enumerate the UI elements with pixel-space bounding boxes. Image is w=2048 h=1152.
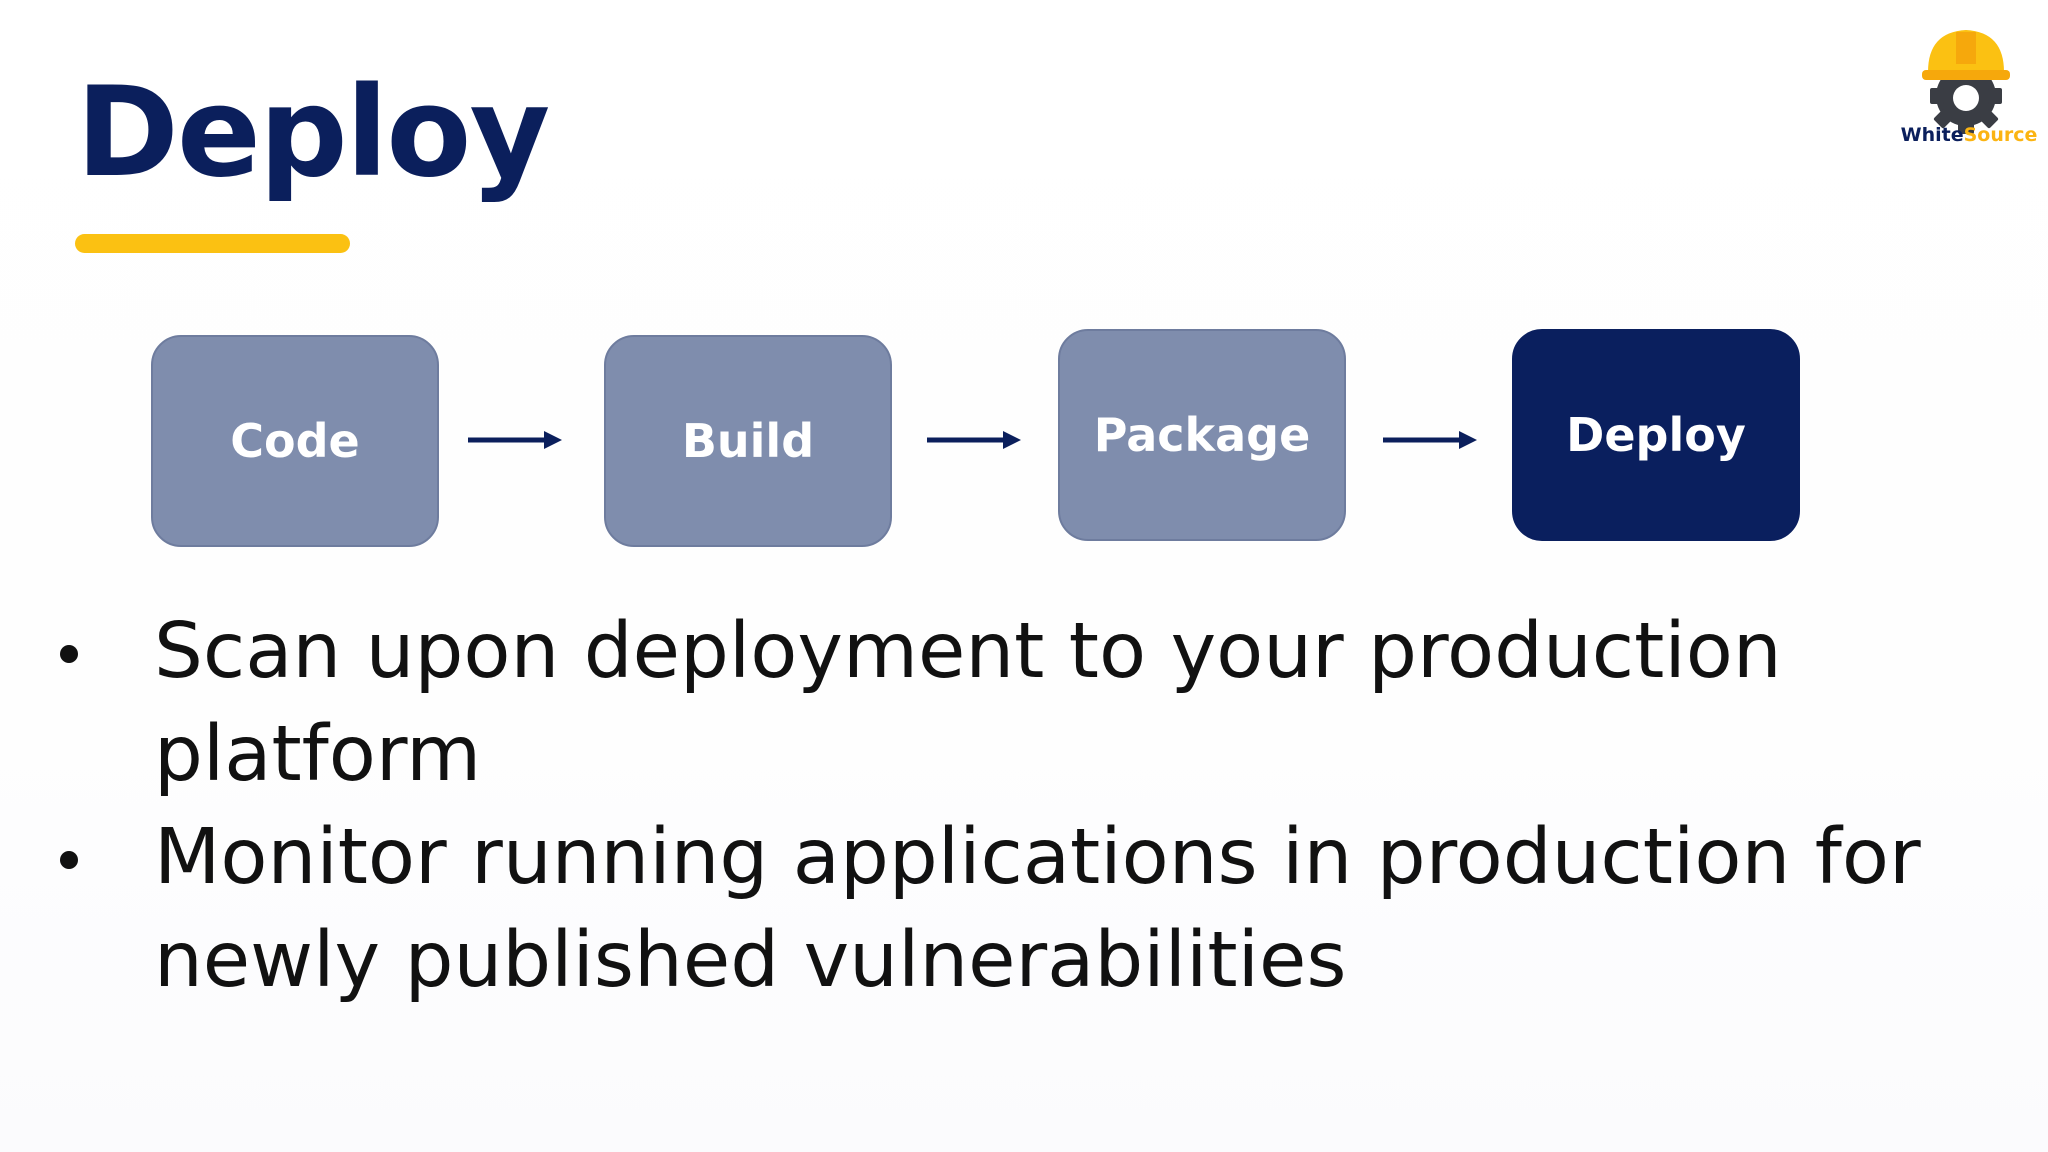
step-build: Build <box>604 335 892 547</box>
arrow-right-icon <box>468 431 562 449</box>
slide-title: Deploy <box>76 61 550 205</box>
bullet-text: Scan upon deployment to your production … <box>154 607 1782 799</box>
bullet-dot <box>60 851 78 869</box>
step-package: Package <box>1058 329 1346 541</box>
bullet-list: Scan upon deployment to your production … <box>56 600 2016 1012</box>
bullet-dot <box>60 645 78 663</box>
arrow-right-icon <box>927 431 1021 449</box>
arrow-right-icon <box>1383 431 1477 449</box>
title-underline <box>75 234 350 253</box>
hardhat-gear-icon <box>1922 30 2010 134</box>
bullet-item: Scan upon deployment to your production … <box>56 600 2016 806</box>
step-code: Code <box>151 335 439 547</box>
step-deploy: Deploy <box>1512 329 1800 541</box>
bullet-text: Monitor running applications in producti… <box>154 813 1921 1005</box>
logo-text: WhiteSource <box>1900 124 2038 146</box>
bullet-item: Monitor running applications in producti… <box>56 806 2016 1012</box>
